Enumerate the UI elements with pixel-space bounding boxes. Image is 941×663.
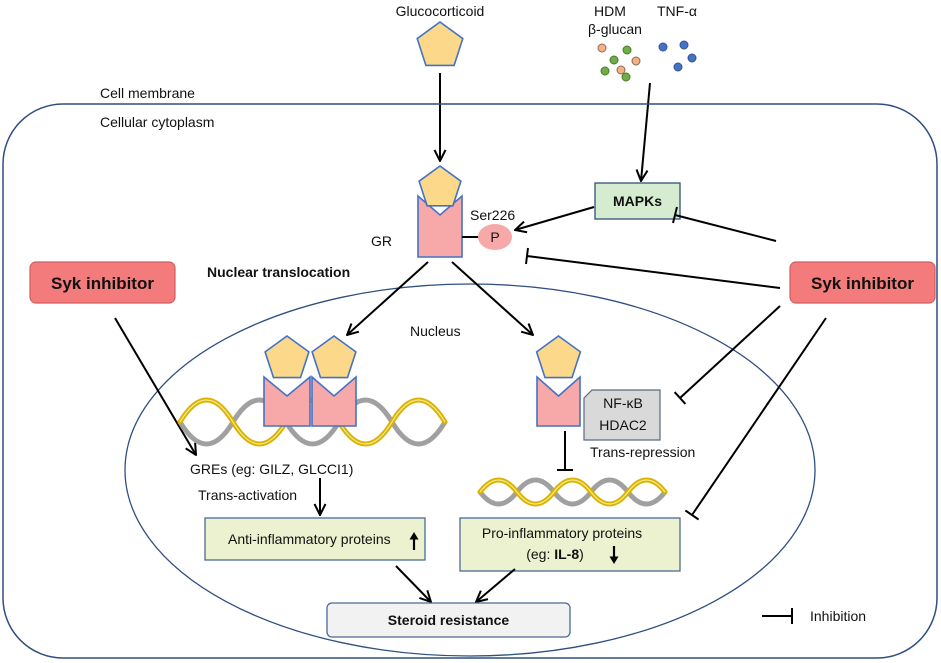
particle-green: [609, 55, 619, 65]
nucleus-envelope: [124, 283, 816, 657]
particle-peach: [597, 43, 607, 53]
gr-bound-glucocorticoid: [418, 165, 462, 207]
gr-monomer: [535, 335, 582, 427]
anti-inflammatory-box: [204, 517, 426, 561]
example-prefix: (eg:: [526, 546, 554, 562]
particle-blue: [673, 62, 683, 72]
cell-membrane-label: Cell membrane: [100, 85, 195, 101]
pro-to-resistance-arrow: [476, 568, 516, 602]
hdac2-label: HDAC2: [599, 417, 647, 433]
inhibition-syk-to-mapks: [672, 206, 777, 242]
gr-receptor: [417, 194, 463, 258]
hdm-label: HDM: [594, 3, 626, 19]
nfkb-label: NF-κB: [603, 395, 643, 411]
pro-inflammatory-box: [459, 517, 681, 572]
glucocorticoid-label: Glucocorticoid: [396, 3, 485, 19]
inhibition-syk-to-pro-inflammatory: [684, 317, 827, 521]
glucocorticoid-molecule: [416, 21, 464, 67]
anti-inflammatory-label: Anti-inflammatory proteins: [228, 531, 391, 547]
anti-to-resistance-arrow: [395, 565, 431, 602]
steroid-resistance-box: [326, 602, 571, 638]
gr-label: GR: [371, 233, 392, 249]
particle-blue: [679, 40, 689, 50]
ser226-label: Ser226: [470, 207, 515, 223]
beta-glucan-label: β-glucan: [588, 21, 642, 37]
example-gene: IL-8: [554, 546, 579, 562]
syk-inhibitor-left-box: [29, 261, 176, 304]
particle-green: [621, 72, 631, 82]
particle-blue: [658, 42, 668, 52]
mapks-phosphorylation-arrow: [515, 206, 595, 230]
arrow-up-icon: [409, 532, 419, 550]
gres-label: GREs (eg: GILZ, GLCCI1): [190, 461, 353, 477]
particle-peach: [616, 65, 626, 75]
inhibition-syk-to-phosphorylation: [525, 247, 781, 289]
nucleus-label: Nucleus: [410, 323, 461, 339]
hdm-beta-glucan-particles: [597, 43, 641, 82]
syk-left-to-gres-arrow: [114, 317, 196, 455]
gr-monomer-receptor: [536, 375, 581, 427]
gr-dimer: [263, 335, 357, 427]
inhibition-syk-to-nfkb-hdac2: [673, 305, 781, 405]
legend-inhibition-label: Inhibition: [810, 608, 866, 624]
gr-dimer-receptor-left: [263, 375, 311, 427]
syk-inhibitor-left-label: Syk inhibitor: [51, 274, 154, 293]
mapks-label: MAPKs: [613, 193, 662, 209]
nuclear-translocation-label: Nuclear translocation: [207, 264, 350, 280]
translocation-arrow-right: [451, 261, 533, 335]
arrow-down-icon: [609, 546, 619, 564]
legend-inhibition-symbol: [762, 608, 793, 624]
trans-repression-inhibition: [557, 431, 573, 471]
gr-dimer-ligand-left: [264, 335, 310, 379]
translocation-arrow-left: [347, 261, 429, 335]
tnf-alpha-label: TNF-α: [657, 3, 697, 19]
mapks-box: [594, 182, 681, 220]
particle-green: [622, 45, 632, 55]
particle-green: [600, 66, 610, 76]
steroid-resistance-label: Steroid resistance: [388, 612, 510, 628]
gr-dimer-ligand-right: [311, 335, 357, 379]
gr-dimer-receptor-right: [311, 375, 357, 427]
ligand-to-mapks-arrow: [641, 82, 651, 181]
pro-inflammatory-example: (eg: IL-8): [526, 546, 584, 562]
tnf-alpha-particles: [658, 40, 697, 72]
particle-blue: [687, 53, 697, 63]
cell-membrane: [2, 103, 938, 659]
syk-inhibitor-right-label: Syk inhibitor: [811, 274, 914, 293]
syk-inhibitor-right-box: [789, 261, 936, 304]
gr-monomer-ligand: [535, 335, 582, 379]
cytoplasm-label: Cellular cytoplasm: [100, 114, 214, 130]
trans-activation-label: Trans-activation: [198, 487, 297, 503]
pro-inflammatory-label: Pro-inflammatory proteins: [482, 525, 642, 541]
phosphate-label: P: [490, 229, 499, 245]
dna-helix-pro-inflammatory: [477, 477, 668, 507]
phosphate-group: [478, 224, 512, 250]
example-suffix: ): [579, 546, 584, 562]
trans-repression-label: Trans-repression: [590, 444, 695, 460]
particle-peach: [631, 56, 641, 66]
nfkb-hdac2-complex: [583, 389, 661, 441]
